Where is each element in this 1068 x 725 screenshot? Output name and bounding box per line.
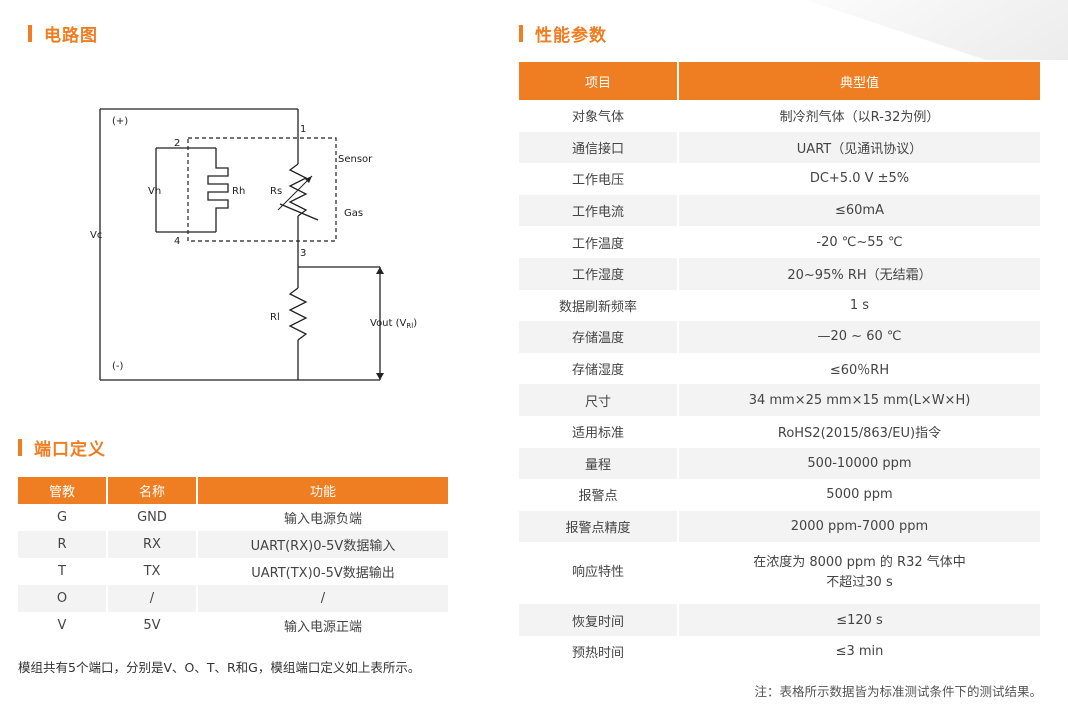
spec-title-text: 性能参数 bbox=[535, 26, 607, 46]
header-function: 功能 bbox=[197, 477, 448, 504]
rl-resistor bbox=[288, 287, 308, 341]
header-decoration bbox=[805, 0, 1068, 60]
header-pin: 管教 bbox=[18, 477, 108, 504]
label-pin1: 1 bbox=[300, 124, 306, 135]
spec-section-title: 性能参数 bbox=[519, 21, 607, 46]
label-minus: (-) bbox=[112, 361, 124, 372]
table-row: 工作温度-20 ℃~55 ℃ bbox=[519, 226, 1040, 258]
table-row: O// bbox=[18, 585, 448, 612]
table-row: 存储温度—20 ~ 60 ℃ bbox=[519, 321, 1040, 353]
label-vc: Vc bbox=[90, 230, 102, 241]
label-pin2: 2 bbox=[174, 138, 180, 149]
header-item: 项目 bbox=[519, 62, 679, 100]
label-vout: Vout (VRl) bbox=[370, 318, 417, 330]
sensor-boundary bbox=[187, 137, 337, 242]
circuit-section-title: 电路图 bbox=[28, 21, 98, 46]
circuit-title-text: 电路图 bbox=[44, 26, 98, 46]
label-pin3: 3 bbox=[300, 248, 306, 259]
table-row: 恢复时间≤120 s bbox=[519, 604, 1040, 636]
header-typical-value: 典型值 bbox=[678, 62, 1040, 100]
rh-heater bbox=[207, 148, 229, 232]
label-vh: Vh bbox=[148, 186, 161, 197]
table-header-row: 管教 名称 功能 bbox=[18, 477, 448, 504]
table-row: 存储湿度≤60％RH bbox=[519, 352, 1040, 385]
title-bar-marker bbox=[18, 439, 22, 456]
table-header-row: 项目 典型值 bbox=[519, 62, 1040, 100]
label-plus: (+) bbox=[112, 116, 128, 127]
port-section-title: 端口定义 bbox=[18, 435, 106, 460]
header-name: 名称 bbox=[107, 477, 198, 504]
table-row: 预热时间≤3 min bbox=[519, 635, 1040, 668]
port-title-text: 端口定义 bbox=[34, 440, 106, 460]
spec-note: 注：表格所示数据皆为标准测试条件下的测试结果。 bbox=[754, 684, 1042, 699]
table-row: 对象气体制冷剂气体（以R-32为例） bbox=[519, 100, 1040, 132]
label-rl: Rl bbox=[270, 312, 280, 323]
label-rs: Rs bbox=[270, 186, 282, 197]
title-bar-marker bbox=[519, 25, 523, 42]
label-gas: Gas bbox=[344, 208, 363, 219]
label-sensor: Sensor bbox=[338, 154, 373, 165]
port-note: 模组共有5个端口，分别是V、O、T、R和G，模组端口定义如上表所示。 bbox=[18, 660, 421, 675]
label-rh: Rh bbox=[232, 186, 245, 197]
table-row: 工作电流≤60mA bbox=[519, 194, 1040, 227]
table-row: 响应特性 在浓度为 8000 ppm 的 R32 气体中不超过30 s bbox=[519, 542, 1040, 605]
label-pin4: 4 bbox=[174, 236, 180, 247]
circuit-diagram: (+) (-) Vc Vh Rh Rs Rl Sensor Gas 1 2 3 … bbox=[90, 108, 417, 381]
title-bar-marker bbox=[28, 25, 32, 42]
